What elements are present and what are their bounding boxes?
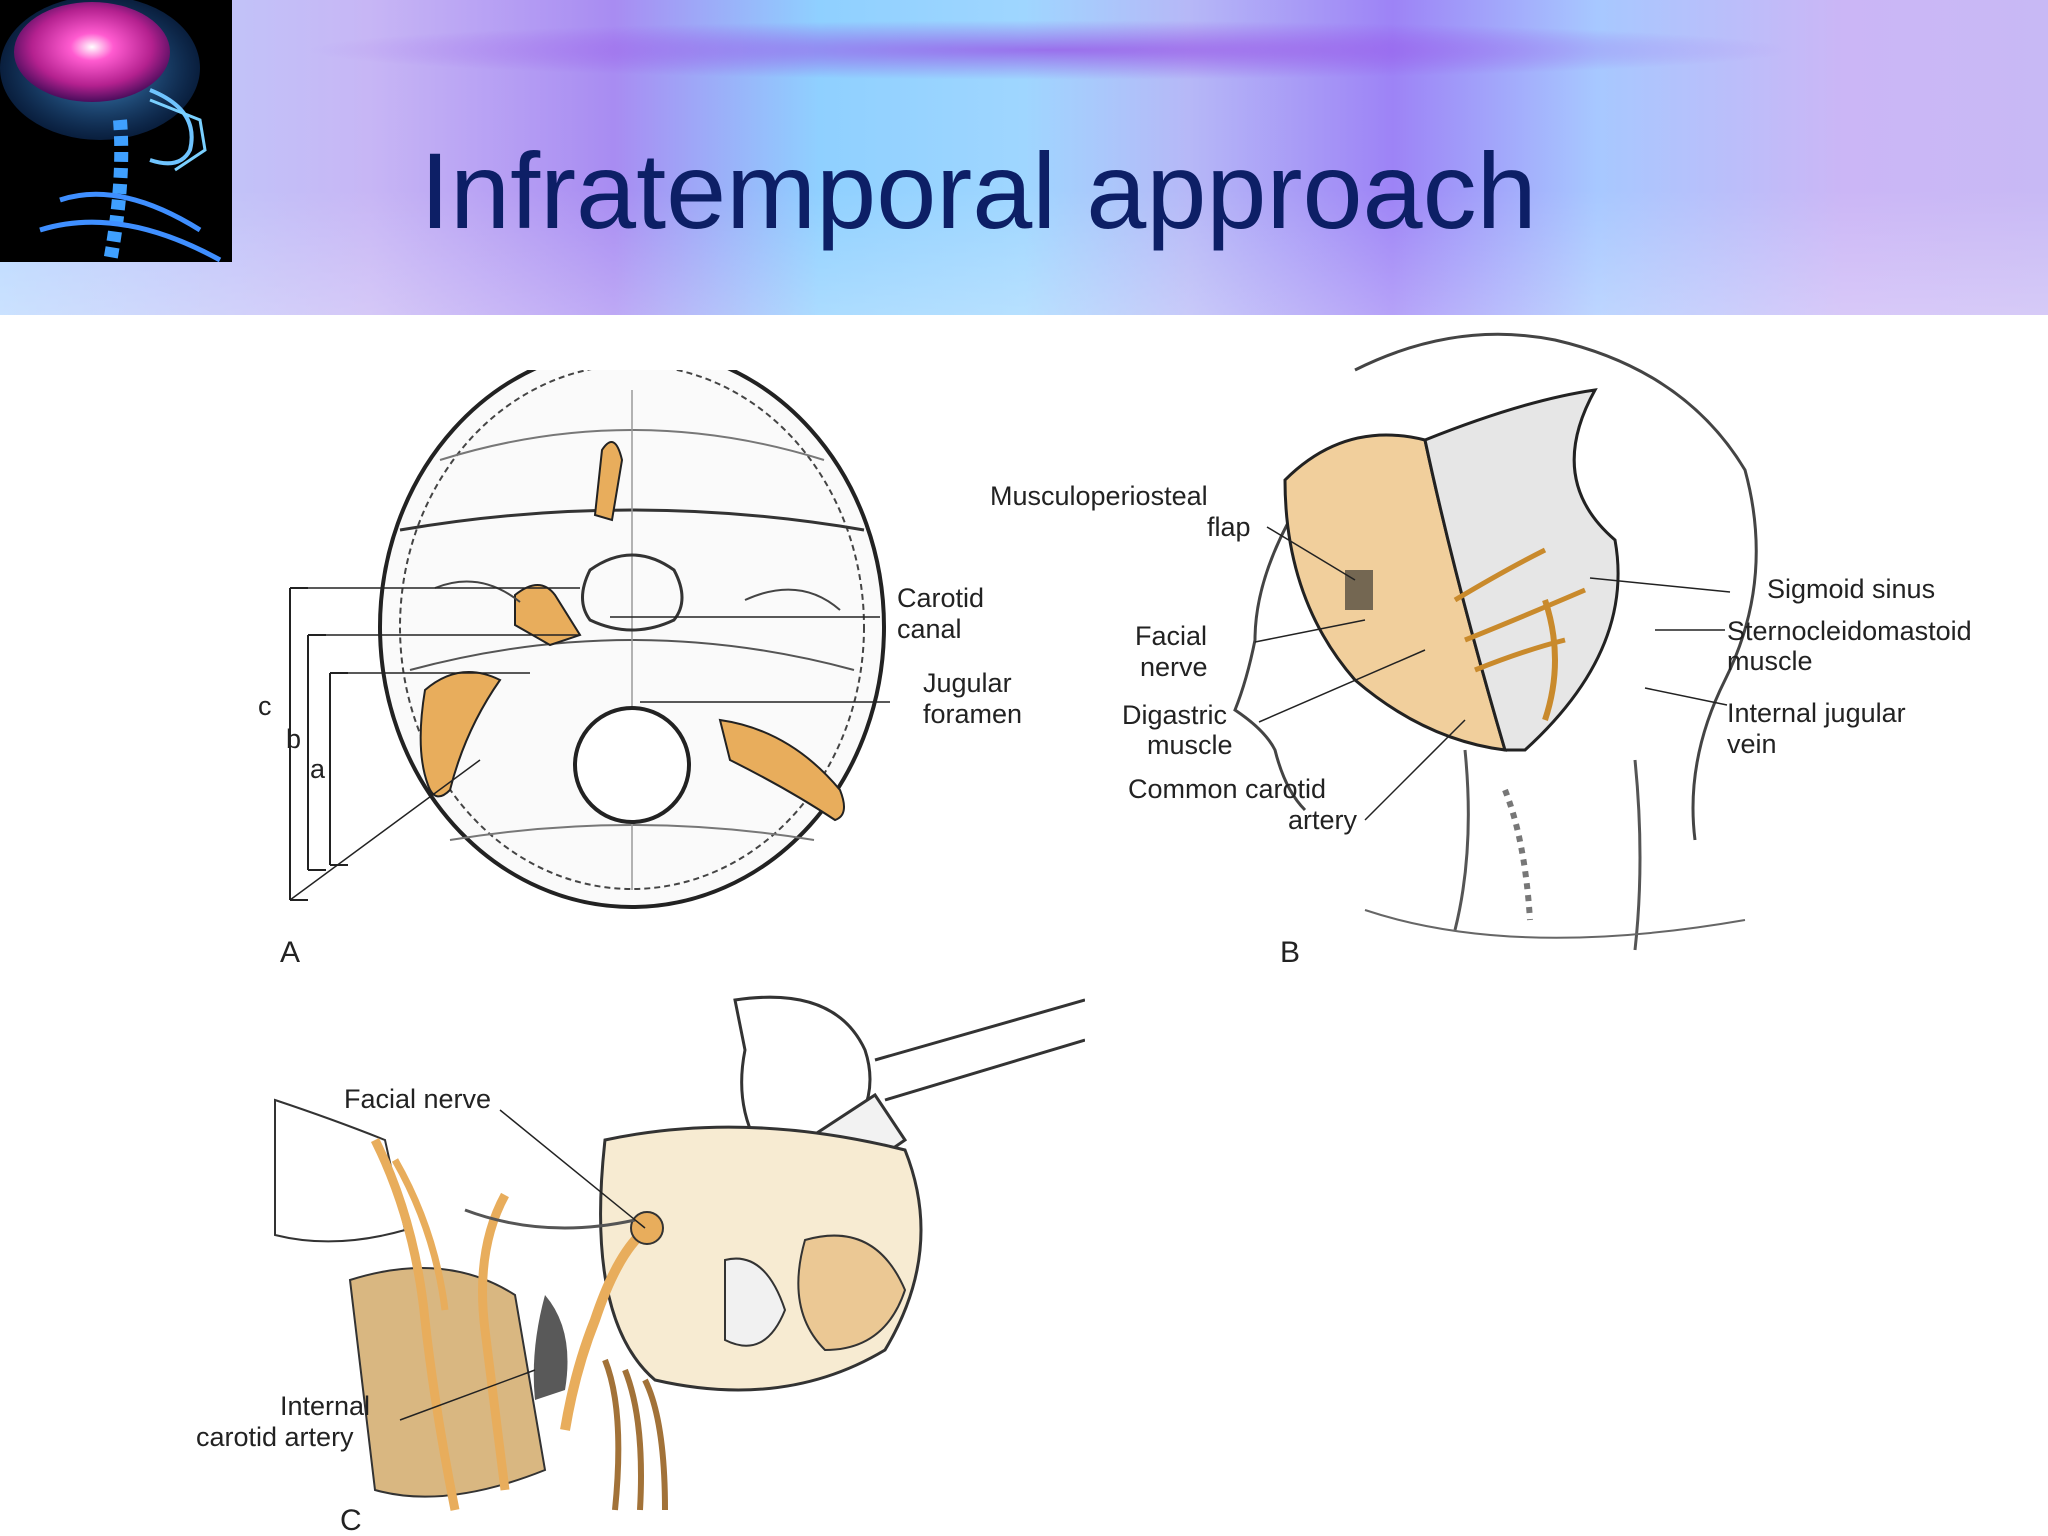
figure-a-skull-base: Carotid canal Jugular foramen c b a A <box>258 370 1022 969</box>
figure-c-operative-exposure: Facial nerve Internal carotid artery C <box>196 995 1085 1536</box>
crista-galli-highlight <box>593 441 624 522</box>
label-internal-carotid-2: carotid artery <box>196 1422 354 1452</box>
label-jugular-foramen-1: Jugular <box>923 668 1012 698</box>
label-facial-nerve-1: Facial <box>1135 621 1207 651</box>
right-petrous-highlight <box>718 718 845 822</box>
label-bracket-c: c <box>258 691 272 721</box>
label-carotid-canal-1: Carotid <box>897 583 984 613</box>
label-bracket-a: a <box>310 754 326 784</box>
label-internal-carotid-1: Internal <box>280 1391 370 1421</box>
label-carotid-canal-2: canal <box>897 614 962 644</box>
label-sternocleidomastoid-2: muscle <box>1727 646 1813 676</box>
label-facial-nerve-c: Facial nerve <box>344 1084 491 1114</box>
label-jugular-foramen-2: foramen <box>923 699 1022 729</box>
label-sternocleidomastoid-1: Sternocleidomastoid <box>1727 616 1972 646</box>
figure-b-lateral-dissection: Musculoperiosteal flap Facial nerve Diga… <box>990 332 1972 969</box>
label-sigmoid-sinus: Sigmoid sinus <box>1767 574 1935 604</box>
label-internal-jugular-2: vein <box>1727 729 1777 759</box>
banner-fade <box>0 0 2048 315</box>
label-musculoperiosteal-2: flap <box>1207 512 1251 542</box>
label-common-carotid-1: Common carotid <box>1128 774 1326 804</box>
label-bracket-b: b <box>286 724 301 754</box>
slide-title: Infratemporal approach <box>420 130 1537 251</box>
label-internal-jugular-1: Internal jugular <box>1727 698 1906 728</box>
brain-skull-xray-icon <box>0 0 232 262</box>
label-facial-nerve-2: nerve <box>1140 652 1208 682</box>
label-digastric-1: Digastric <box>1122 700 1227 730</box>
banner-glow <box>300 20 1800 80</box>
label-digastric-2: muscle <box>1147 730 1233 760</box>
label-musculoperiosteal-1: Musculoperiosteal <box>990 481 1208 511</box>
panel-letter-c: C <box>340 1504 362 1536</box>
label-common-carotid-2: artery <box>1288 805 1358 835</box>
panel-letter-b: B <box>1280 936 1300 969</box>
panel-letter-a: A <box>280 936 300 969</box>
